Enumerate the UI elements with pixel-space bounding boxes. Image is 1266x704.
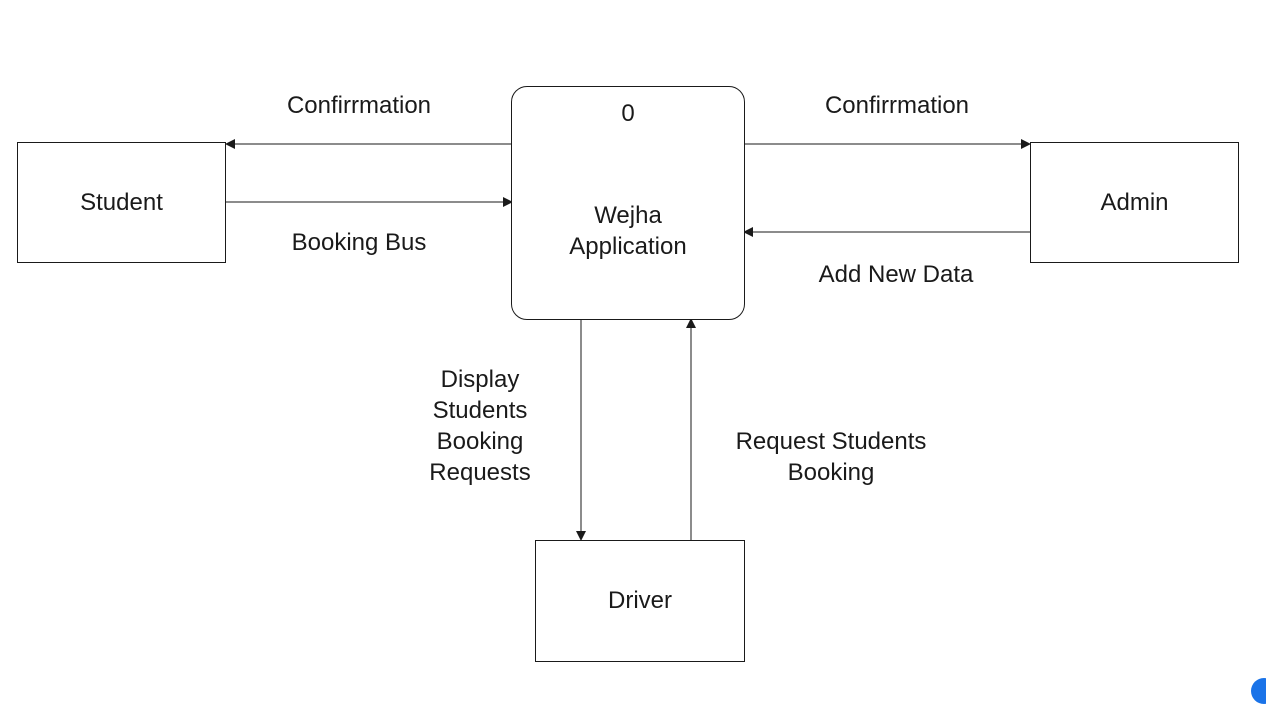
entity-student: Student: [17, 142, 226, 263]
process-wejha-application: 0 Wejha Application: [511, 86, 745, 320]
label-request-booking: Request Students Booking: [735, 428, 927, 486]
process-name: Wejha Application: [569, 202, 687, 260]
label-confirmation-student: Confirrmation: [286, 92, 432, 119]
label-display-requests: Display Students Booking Requests: [429, 366, 531, 486]
label-add-new-data: Add New Data: [818, 261, 974, 288]
entity-driver-label: Driver: [608, 587, 672, 614]
corner-edge-widget[interactable]: [1251, 678, 1266, 704]
entity-admin: Admin: [1030, 142, 1239, 263]
entity-student-label: Student: [80, 188, 163, 216]
label-confirmation-admin: Confirrmation: [824, 92, 970, 119]
process-id: 0: [621, 100, 635, 127]
entity-driver: Driver: [535, 540, 745, 662]
label-booking-bus: Booking Bus: [291, 229, 427, 256]
entity-admin-label: Admin: [1100, 188, 1169, 216]
